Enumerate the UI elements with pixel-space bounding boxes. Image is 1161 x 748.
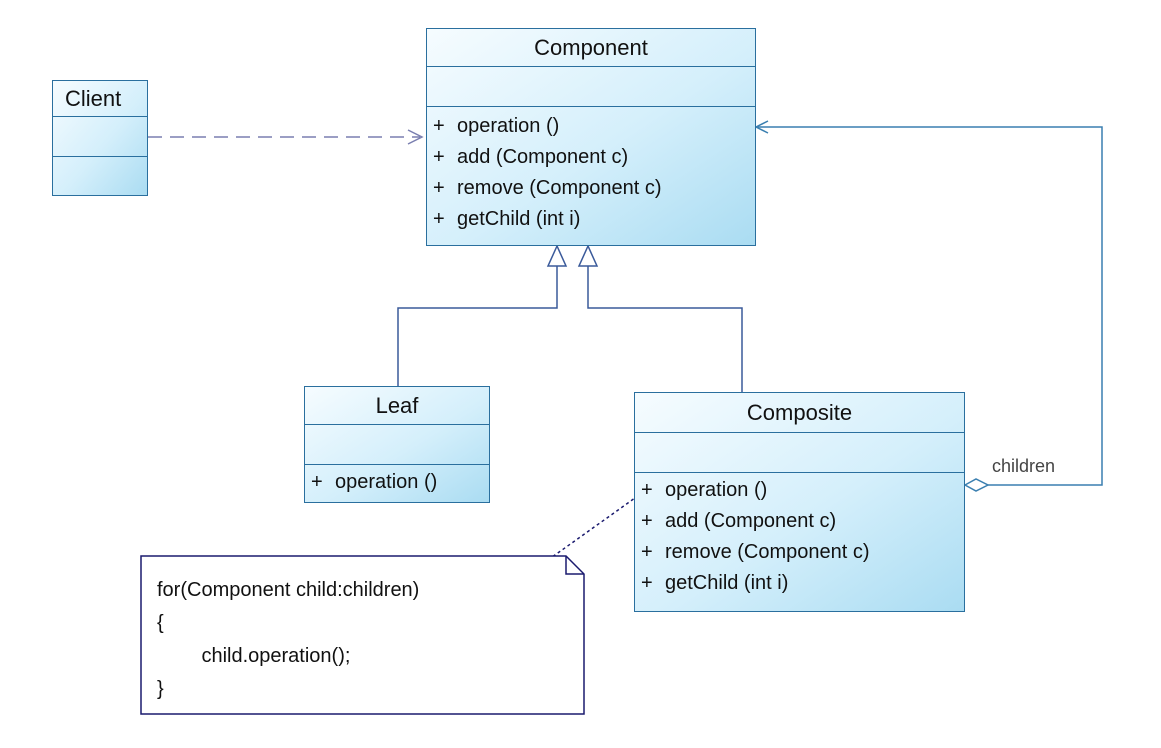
aggregation-diamond xyxy=(963,478,990,492)
class-leaf[interactable]: Leaf + operation () xyxy=(304,386,490,503)
visibility-marker: + xyxy=(641,541,653,563)
children-aggregation-line xyxy=(756,126,1103,486)
visibility-marker: + xyxy=(641,510,653,532)
operation-signature: getChild (int i) xyxy=(665,572,789,594)
operation-item: + remove (Component c) xyxy=(433,173,755,204)
visibility-marker: + xyxy=(433,177,445,199)
operation-item: + operation () xyxy=(641,475,964,506)
visibility-marker: + xyxy=(433,146,445,168)
operation-signature: operation () xyxy=(665,479,768,501)
operation-signature: operation () xyxy=(335,471,438,493)
visibility-marker: + xyxy=(641,479,653,501)
operation-item: + getChild (int i) xyxy=(433,204,755,235)
composite-generalization-line xyxy=(587,266,743,392)
attributes-compartment xyxy=(305,425,489,465)
visibility-marker: + xyxy=(433,115,445,137)
operation-signature: add (Component c) xyxy=(665,510,837,532)
composite-generalization-arrowhead xyxy=(577,244,599,267)
note-line: } xyxy=(157,678,164,700)
note-text: for(Component child:children) { child.op… xyxy=(157,574,419,706)
operation-item: + operation () xyxy=(433,111,755,142)
note-fold xyxy=(565,556,584,575)
note-shape xyxy=(140,555,585,715)
children-aggregation-arrowhead xyxy=(754,120,769,134)
note-line: { xyxy=(157,612,164,634)
dependency-arrowhead xyxy=(407,129,424,145)
operations-compartment: + operation () xyxy=(305,465,489,498)
class-name: Composite xyxy=(635,393,964,433)
operation-signature: operation () xyxy=(457,115,560,137)
operation-item: + operation () xyxy=(311,467,489,498)
operation-signature: add (Component c) xyxy=(457,146,629,168)
class-component[interactable]: Component + operation () + add (Component … xyxy=(426,28,756,246)
attributes-compartment xyxy=(635,433,964,473)
leaf-generalization-arrowhead xyxy=(546,244,568,267)
class-composite[interactable]: Composite + operation () + add (Component … xyxy=(634,392,965,612)
leaf-generalization-line xyxy=(397,266,558,386)
note-comment[interactable]: for(Component child:children) { child.op… xyxy=(141,556,584,714)
class-name: Client xyxy=(53,81,147,117)
operation-item: + add (Component c) xyxy=(641,506,964,537)
operation-signature: remove (Component c) xyxy=(457,177,662,199)
visibility-marker: + xyxy=(311,471,323,493)
operation-item: + remove (Component c) xyxy=(641,537,964,568)
visibility-marker: + xyxy=(433,208,445,230)
operation-item: + add (Component c) xyxy=(433,142,755,173)
operations-compartment: + operation () + add (Component c) + remove… xyxy=(427,107,755,235)
operations-compartment: + operation () + add (Component c) + remove… xyxy=(635,473,964,599)
class-client[interactable]: Client xyxy=(52,80,148,196)
operation-item: + getChild (int i) xyxy=(641,568,964,599)
visibility-marker: + xyxy=(641,572,653,594)
attributes-compartment xyxy=(427,67,755,107)
operation-signature: getChild (int i) xyxy=(457,208,581,230)
note-line: child.operation(); xyxy=(157,645,351,667)
operations-compartment xyxy=(53,157,147,195)
attributes-compartment xyxy=(53,117,147,157)
note-line: for(Component child:children) xyxy=(157,579,420,601)
class-name: Leaf xyxy=(305,387,489,425)
class-name: Component xyxy=(427,29,755,67)
children-role-label: children xyxy=(992,456,1056,476)
operation-signature: remove (Component c) xyxy=(665,541,870,563)
